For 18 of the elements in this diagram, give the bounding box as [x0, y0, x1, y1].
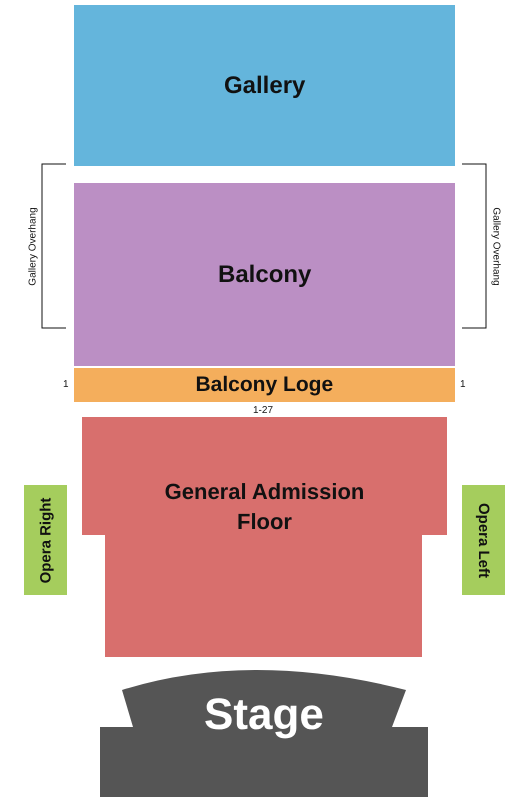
overhang-label: Gallery Overhang: [490, 206, 502, 286]
section-label: Balcony Loge: [196, 373, 334, 397]
section-label: Gallery: [224, 72, 306, 100]
opera-right-section: [24, 485, 67, 595]
opera-left-section: [462, 485, 505, 595]
seat-number: 1: [63, 378, 69, 390]
gallery-section: [74, 5, 455, 166]
section-label: General Admission Floor: [164, 478, 366, 536]
section-label: Opera Right: [36, 497, 54, 583]
floor-section: [82, 417, 447, 657]
balcony-loge-section: [74, 368, 455, 402]
seat-number: 1: [460, 378, 466, 390]
overhang-label: Gallery Overhang: [28, 206, 39, 286]
section-label: Balcony: [218, 260, 312, 288]
seat-number: 1-27: [253, 404, 274, 416]
balcony-section: [74, 183, 455, 366]
section-label: Stage: [204, 690, 324, 740]
section-label: Opera Left: [475, 502, 492, 578]
